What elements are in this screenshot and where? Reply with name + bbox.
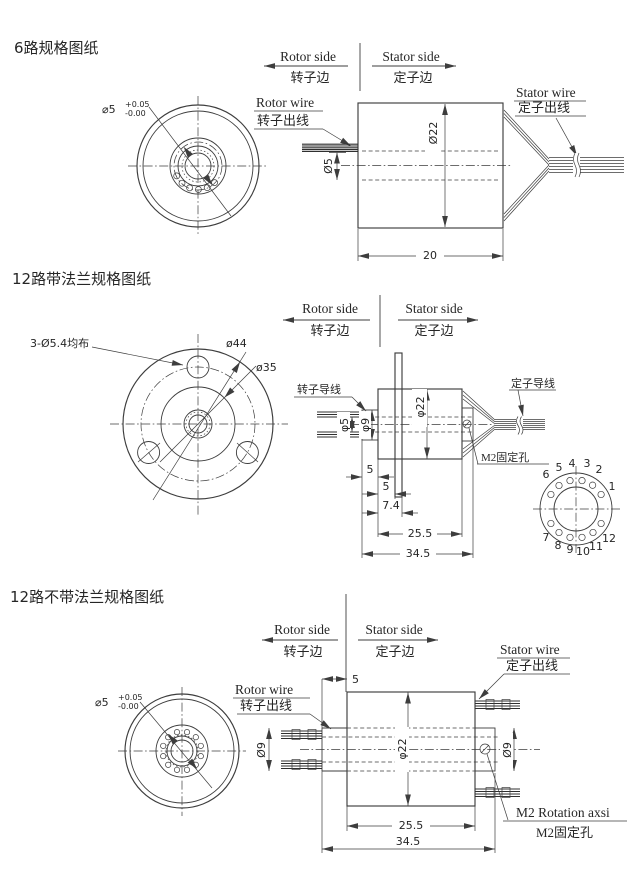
s2-stator-side-cn: 定子边 <box>414 323 453 338</box>
s1-stator-wire-en: Stator wire <box>516 85 576 100</box>
pin-9: 9 <box>567 543 574 556</box>
s1-side-view: Ø5 Ø22 20 <box>302 102 624 262</box>
s2-bottom-dims: 5 5 7.4 25.5 34.5 <box>346 440 474 560</box>
s1-front-view: ⌀5 +0.05 -0.00 <box>102 96 268 236</box>
pin-8: 8 <box>555 539 562 552</box>
pin-12: 12 <box>602 532 616 545</box>
section-12way-noflange: 12路不带法兰规格图纸 ⌀5 +0.05 -0.00 <box>10 588 627 853</box>
s1-rotor-wires <box>302 143 358 152</box>
s3-rotor-wires <box>281 729 322 770</box>
s3-bore-tol-plus: +0.05 <box>118 693 143 702</box>
s2-rotor-lead: 转子导线 <box>297 382 341 396</box>
section2-title: 12路带法兰规格图纸 <box>12 270 151 288</box>
s3-bore-dim: ⌀5 <box>95 696 109 709</box>
s1-stator-side-cn: 定子边 <box>393 70 432 85</box>
s1-body-dim: Ø22 <box>427 122 440 145</box>
s2-dim-5b: 5 <box>383 480 390 493</box>
s1-length-value: 20 <box>423 249 437 262</box>
s3-body-dim: φ22 <box>396 738 409 759</box>
s2-stator-side-en: Stator side <box>405 301 462 316</box>
s2-side-headers: Rotor side 转子边 Stator side 定子边 <box>283 295 478 347</box>
s3-bottom-dims: 25.5 34.5 <box>321 771 496 853</box>
s3-m2-en: M2 Rotation axsi <box>516 805 610 820</box>
s2-body-dim: φ22 <box>414 396 427 417</box>
s2-side-view: φ5 φ9 φ22 转 <box>294 352 556 560</box>
section1-title: 6路规格图纸 <box>14 39 99 57</box>
s1-shaft-dim: Ø5 <box>322 158 335 174</box>
s3-stator-wire-label: Stator wire 定子出线 <box>478 642 570 700</box>
s1-length-dim: 20 <box>357 229 504 262</box>
pin-4: 4 <box>569 457 576 470</box>
s1-bore-tol-plus: +0.05 <box>125 100 150 109</box>
s1-rotor-wire-en: Rotor wire <box>256 95 314 110</box>
s3-dim-255: 25.5 <box>399 819 424 832</box>
s1-rotor-wire-cn: 转子出线 <box>257 113 309 128</box>
s2-holes-label: 3-Ø5.4均布 <box>30 337 89 350</box>
s2-dim-255: 25.5 <box>408 527 433 540</box>
s2-flange-dia: ø44 <box>226 337 247 350</box>
s2-stator-lead: 定子导线 <box>511 376 555 390</box>
s3-front-view: ⌀5 +0.05 -0.00 <box>95 687 246 816</box>
s3-bore-tol-minus: -0.00 <box>118 702 139 711</box>
s2-front-view: 3-Ø5.4均布 ø44 ø35 <box>30 334 288 516</box>
pin-5: 5 <box>556 461 563 474</box>
s3-rotor-wire-en: Rotor wire <box>235 682 293 697</box>
pin-2: 2 <box>596 463 603 476</box>
s1-stator-wire-label: Stator wire 定子出线 <box>514 85 586 157</box>
s2-pinout-diagram: 1 2 3 4 5 6 7 8 9 10 11 12 <box>533 457 620 558</box>
s1-rotor-wire-label: Rotor wire 转子出线 <box>254 95 352 147</box>
s1-side-headers: Rotor side 转子边 Stator side 定子边 <box>264 43 456 91</box>
s3-rotor-wire-cn: 转子出线 <box>240 698 292 713</box>
s2-dim-345: 34.5 <box>406 547 431 560</box>
s3-shaft-left-dim: Ø9 <box>255 742 268 758</box>
pin-10: 10 <box>576 545 590 558</box>
s2-stator-lead-label: 定子导线 <box>509 376 556 417</box>
s3-side-view: Ø9 Ø9 5 φ22 M2 Rotation axsi M2固定孔 25.5 <box>255 673 627 853</box>
s2-dim-74: 7.4 <box>382 499 400 512</box>
s3-rotor-side-cn: 转子边 <box>283 644 322 659</box>
s2-bolt-circle-dia: ø35 <box>256 361 277 374</box>
pin-1: 1 <box>609 480 616 493</box>
s2-collar-dim: φ9 <box>359 418 372 432</box>
section-6way: 6路规格图纸 ⌀5 +0.05 -0.00 Rotor side 转子边 Sta… <box>14 39 624 262</box>
s3-stator-wire-en: Stator wire <box>500 642 560 657</box>
s1-bore-dim: ⌀5 <box>102 103 116 116</box>
s2-m2-label: M2固定孔 <box>468 427 549 465</box>
pin-6: 6 <box>543 468 550 481</box>
s2-rotor-lead-label: 转子导线 <box>294 382 367 412</box>
s2-m2-hole: M2固定孔 <box>481 450 529 464</box>
s2-dim-5a: 5 <box>367 463 374 476</box>
s3-rotor-wire-label: Rotor wire 转子出线 <box>233 682 332 730</box>
s1-bore-tol-minus: -0.00 <box>125 109 146 118</box>
s3-contact-holes <box>160 729 204 773</box>
s3-side-headers: Rotor side 转子边 Stator side 定子边 <box>262 594 438 692</box>
s3-rotor-side-en: Rotor side <box>274 622 330 637</box>
s2-bore-dim: φ5 <box>338 418 351 432</box>
section-12way-flange: 12路带法兰规格图纸 3-Ø5.4均布 ø44 ø35 Rotor side 转… <box>12 270 620 560</box>
s1-rotor-side-en: Rotor side <box>280 49 336 64</box>
s3-stator-side-en: Stator side <box>365 622 422 637</box>
s3-dim-345: 34.5 <box>396 835 421 848</box>
s1-rotor-side-cn: 转子边 <box>290 70 329 85</box>
s3-m2-cn: M2固定孔 <box>536 825 593 840</box>
s3-dim-5: 5 <box>352 673 359 686</box>
s3-stator-side-cn: 定子边 <box>375 644 414 659</box>
s3-stator-wire-cn: 定子出线 <box>506 658 558 673</box>
section3-title: 12路不带法兰规格图纸 <box>10 588 164 606</box>
s3-shaft-right-dim: Ø9 <box>501 742 514 758</box>
s1-stator-wires <box>503 109 624 222</box>
pin-7: 7 <box>543 531 550 544</box>
s2-stator-wires <box>462 390 545 458</box>
s3-stator-wires <box>475 699 520 798</box>
s2-rotor-side-cn: 转子边 <box>310 323 349 338</box>
s1-stator-wire-cn: 定子出线 <box>518 100 570 115</box>
s1-stator-side-en: Stator side <box>382 49 439 64</box>
pin-3: 3 <box>584 457 591 470</box>
s2-rotor-side-en: Rotor side <box>302 301 358 316</box>
s3-m2-label: M2 Rotation axsi M2固定孔 <box>486 753 627 840</box>
pin-11: 11 <box>589 540 603 553</box>
